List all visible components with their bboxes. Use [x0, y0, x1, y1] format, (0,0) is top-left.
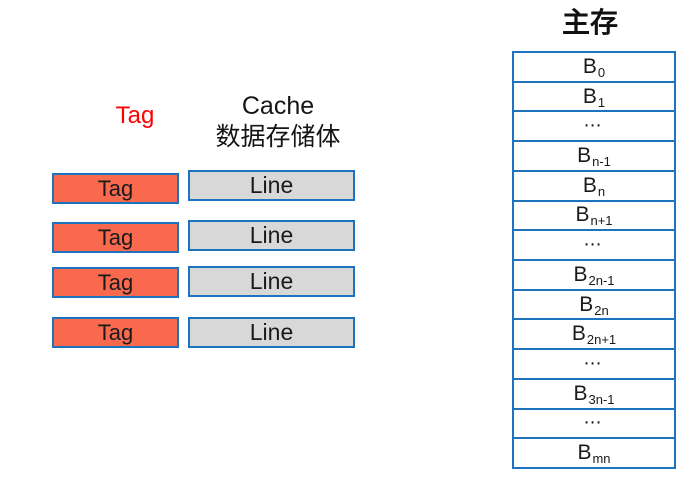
block-subscript: 2n+1	[586, 332, 617, 348]
block-subscript: 3n-1	[588, 391, 615, 407]
block-subscript: 2n	[594, 302, 609, 318]
block-base: B	[573, 381, 588, 405]
block-base: B	[582, 84, 597, 108]
block-base: B	[582, 54, 597, 78]
memory-ellipsis-row: ⋯	[514, 410, 674, 440]
memory-ellipsis-row: ⋯	[514, 350, 674, 380]
block-base: B	[575, 203, 590, 227]
memory-block-row: B1	[514, 83, 674, 113]
memory-block-row: B3n-1	[514, 380, 674, 410]
memory-block-label: ⋯	[584, 234, 605, 256]
memory-block-label: Bmn	[577, 441, 611, 467]
memory-block-label: ⋯	[584, 412, 605, 434]
cache-header-line2: 数据存储体	[215, 123, 341, 151]
memory-block-row: B0	[514, 53, 674, 83]
block-base: B	[571, 322, 586, 346]
block-base: ⋯	[583, 412, 604, 434]
block-base: B	[579, 292, 594, 316]
block-base: B	[577, 441, 592, 465]
memory-block-label: Bn-1	[577, 144, 611, 170]
memory-block-label: B0	[582, 54, 606, 80]
memory-block-label: Bn+1	[575, 203, 613, 229]
tag-box: Tag	[52, 222, 179, 253]
cache-line-label: Line	[249, 319, 294, 345]
block-base: B	[573, 262, 588, 286]
tag-box-label: Tag	[97, 269, 134, 295]
cache-line-label: Line	[249, 268, 294, 294]
memory-ellipsis-row: ⋯	[514, 231, 674, 262]
memory-block-label: ⋯	[584, 115, 605, 137]
main-memory-table: B0 B1 ⋯ Bn-1 Bn Bn+1 ⋯ B2n-1 B2n B2n+1 ⋯	[512, 51, 676, 469]
block-subscript: 1	[597, 94, 606, 110]
block-subscript: 0	[597, 64, 606, 80]
cache-line-box: Line	[188, 170, 355, 201]
block-subscript: 2n-1	[588, 272, 615, 288]
memory-block-label: B2n+1	[571, 322, 617, 348]
memory-block-row: Bn	[514, 172, 674, 202]
memory-ellipsis-row: ⋯	[514, 112, 674, 143]
block-base: ⋯	[583, 115, 604, 137]
memory-block-row: B2n+1	[514, 320, 674, 351]
block-subscript: n+1	[590, 213, 613, 229]
cache-line-box: Line	[188, 220, 355, 251]
block-base: B	[577, 144, 592, 168]
block-subscript: n	[597, 183, 606, 199]
memory-block-label: B3n-1	[573, 381, 615, 407]
block-base: B	[582, 173, 597, 197]
tag-box-label: Tag	[97, 175, 134, 201]
block-base: ⋯	[583, 234, 604, 256]
memory-block-label: B1	[582, 84, 606, 110]
tag-column-header: Tag	[115, 102, 155, 129]
memory-block-label: Bn	[582, 173, 606, 199]
memory-block-row: Bn-1	[514, 142, 674, 172]
main-memory-title: 主存	[561, 7, 618, 38]
cache-line-label: Line	[249, 172, 294, 198]
memory-block-row: Bmn	[514, 439, 674, 467]
tag-box: Tag	[52, 317, 179, 348]
cache-line-box: Line	[188, 266, 355, 297]
block-subscript: mn	[592, 451, 611, 467]
memory-block-label: B2n	[579, 292, 609, 318]
tag-box: Tag	[52, 173, 179, 204]
memory-block-label: ⋯	[584, 353, 605, 375]
block-base: ⋯	[583, 353, 604, 375]
tag-box-label: Tag	[97, 224, 134, 250]
cache-line-label: Line	[249, 222, 294, 248]
cache-line-box: Line	[188, 317, 355, 348]
memory-block-row: B2n-1	[514, 261, 674, 291]
cache-header-line1: Cache	[241, 92, 315, 120]
block-subscript: n-1	[592, 154, 611, 170]
memory-block-label: B2n-1	[573, 262, 615, 288]
cache-column-header: Cache 数据存储体	[193, 91, 363, 153]
tag-box: Tag	[52, 267, 179, 298]
memory-block-row: Bn+1	[514, 202, 674, 232]
memory-block-row: B2n	[514, 291, 674, 321]
tag-box-label: Tag	[97, 319, 134, 345]
